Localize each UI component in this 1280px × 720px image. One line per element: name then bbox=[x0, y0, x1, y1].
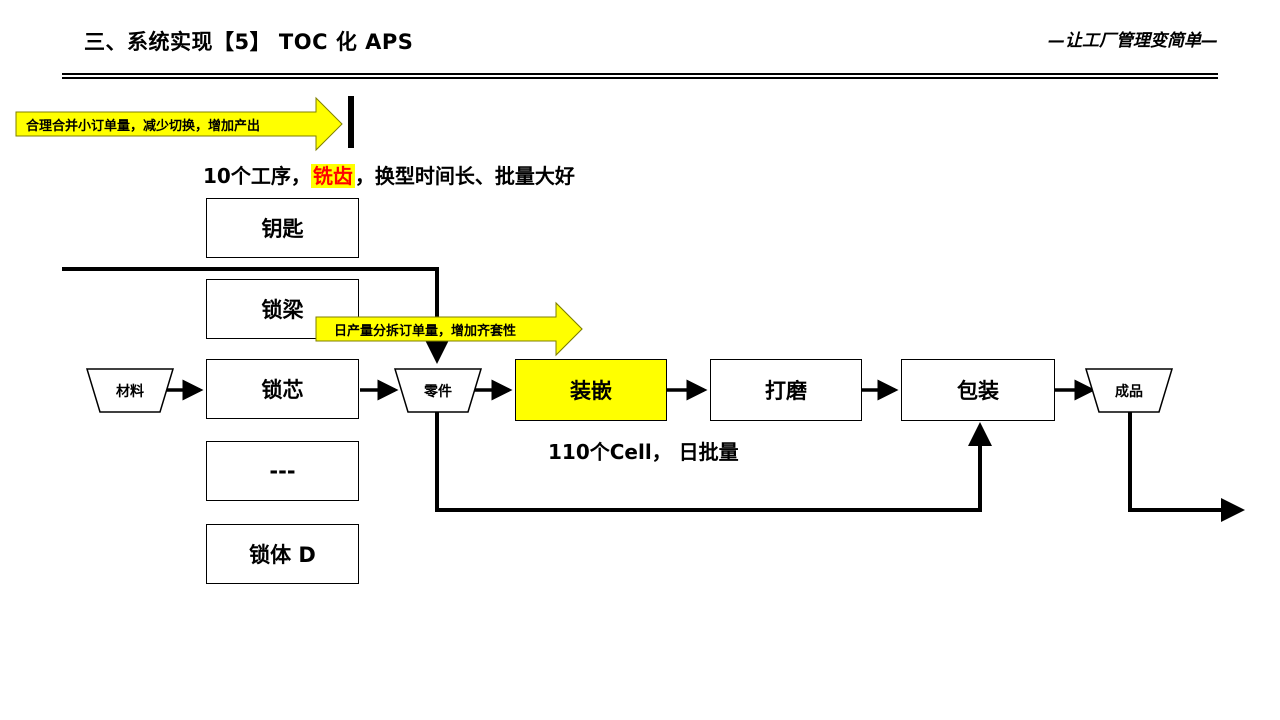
callout-arrow-top bbox=[15, 96, 343, 152]
process-box-assembly: 装嵌 bbox=[515, 359, 667, 421]
process-box-grinding: 打磨 bbox=[710, 359, 862, 421]
process-box-packaging: 包装 bbox=[901, 359, 1055, 421]
callout-top-text: 合理合并小订单量，减少切换，增加产出 bbox=[26, 118, 261, 134]
milling-note-suffix: ，换型时间长、批量大好 bbox=[354, 164, 575, 188]
cell-note: 110个Cell， 日批量 bbox=[548, 440, 739, 464]
part-box-ellipsis: --- bbox=[206, 441, 359, 501]
header-rule-top bbox=[62, 73, 1218, 75]
line-bypass-packaging bbox=[435, 412, 992, 512]
header-rule-bottom bbox=[62, 77, 1218, 79]
bar-marker bbox=[348, 96, 354, 148]
part-box-core: 锁芯 bbox=[206, 359, 359, 419]
line-output bbox=[1128, 412, 1245, 522]
material-label: 材料 bbox=[116, 383, 144, 400]
finished-label: 成品 bbox=[1115, 383, 1143, 400]
page-title: 三、系统实现【5】 TOC 化 APS bbox=[84, 30, 414, 54]
component-shape bbox=[393, 368, 483, 413]
milling-note-prefix: 10个工序， bbox=[203, 164, 311, 188]
callout-middle-text-overlay: 日产量分拆订单量，增加齐套性 bbox=[334, 323, 517, 339]
slogan: —让工厂管理变简单— bbox=[1048, 31, 1218, 51]
part-box-body: 锁体 D bbox=[206, 524, 359, 584]
material-shape bbox=[85, 368, 175, 413]
part-box-key: 钥匙 bbox=[206, 198, 359, 258]
milling-note-highlight: 铣齿 bbox=[310, 164, 355, 188]
component-label: 零件 bbox=[424, 383, 452, 400]
finished-shape bbox=[1084, 368, 1174, 413]
milling-note: 10个工序，铣齿，换型时间长、批量大好 bbox=[203, 160, 575, 189]
